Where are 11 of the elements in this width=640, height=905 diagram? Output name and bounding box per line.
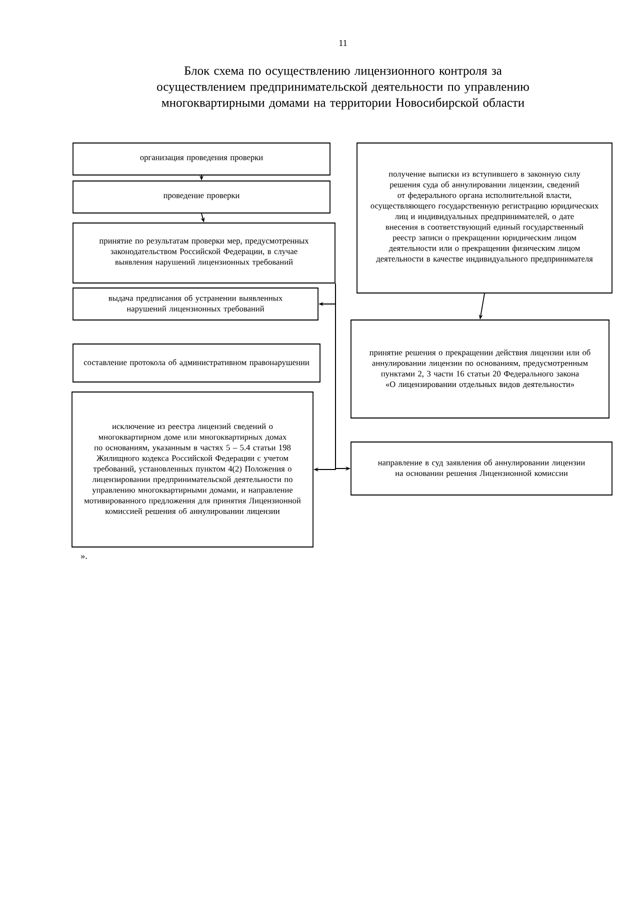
title: Блок схема по осуществлению лицензионного контроля за осуществлением предпринимательской деятельности по управлению многоквартирными домами на территории Новосибирской области — [157, 66, 529, 110]
process-box: принятие решения о прекращении действия лицензии или об аннулировании лицензии по основаниям, предусмотренным пунктами 2, 3 части 16 статьи 20 Федерального закона «О лицензировании отдельных видов деятельности» — [350, 320, 610, 418]
process-box: получение выписки из вступившего в законную силу решения суда об аннулировании лицензии, сведений от федерального органа исполнительной власти, осуществляющего государственную регистрацию юридических лиц и индивидуальных предпринимателей, о дате внесения в соответствующий единый государственный реестр записи о прекращении юридическим лицом деятельности или о прекращении физическим лицом деятельности в качестве индивидуального предпринимателя — [356, 142, 612, 294]
page-number: 11 — [339, 40, 347, 46]
process-box: исключение из реестра лицензий сведений о многоквартирном доме или многоквартирных домах по основаниям, указанным в частях 5 – 5.4 статьи 198 Жилищного кодекса Российской Федерации с учетом требований, установленных пунктом 4(2) Положения о лицензировании предпринимательской деятельности по управлению многоквартирными домами, и направление мотивированного предложения для принятия Лицензионной комиссией решения об аннулировании лицензии — [72, 392, 314, 548]
process-box: проведение проверки — [72, 180, 330, 214]
process-box: направление в суд заявления об аннулировании лицензии на основании решения Лицензионной комиссии — [350, 442, 612, 496]
process-box: выдача предписания об устранении выявленных нарушений лицензионных требований — [72, 288, 318, 320]
process-box: составление протокола об административном правонарушении — [72, 344, 320, 382]
process-box: организация проведения проверки — [72, 142, 330, 176]
process-box: принятие по результатам проверки мер, предусмотренных законодательством Российской Федерации, в случае выявления нарушений лицензионных требований — [72, 222, 336, 284]
